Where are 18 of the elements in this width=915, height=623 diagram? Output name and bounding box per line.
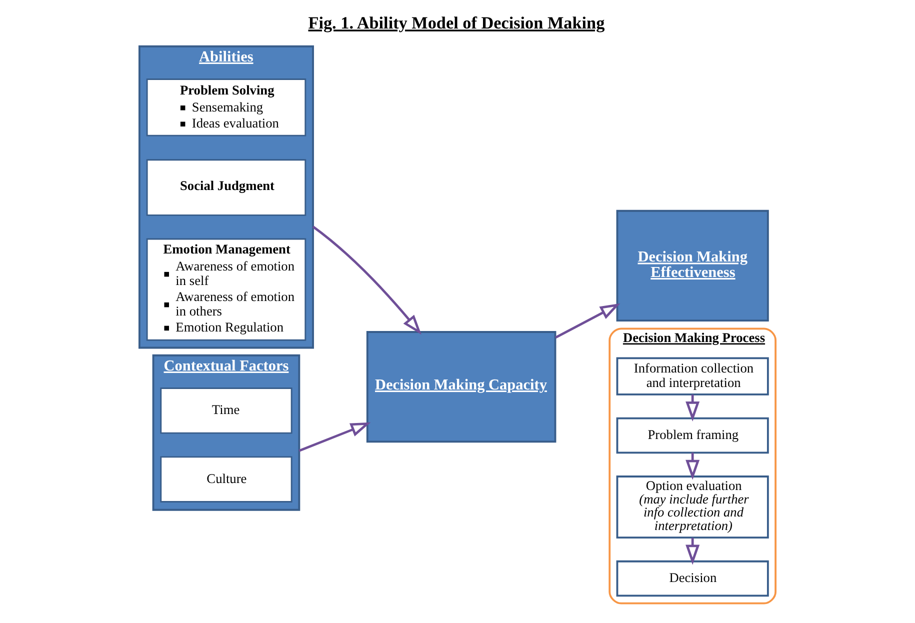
node-box: Time (160, 388, 292, 434)
node-box: Problem framing (616, 417, 769, 454)
node-box: Option evaluation (may include further info collection and interpretation) (616, 476, 769, 538)
node-box: Information collection and interpretation (616, 357, 769, 396)
arrow (686, 452, 700, 480)
arrow (686, 538, 700, 565)
node-box: Decision Making Effectiveness (616, 210, 769, 322)
node-box: Emotion Management Awareness of emotion in self Awareness of emotion in others Emotion Regulation (146, 238, 306, 341)
arrow (298, 422, 371, 452)
node-box: Culture (160, 456, 292, 502)
node-box: Problem Solving Sensemaking Ideas evaluation (146, 78, 306, 136)
node-box: Decision (616, 560, 769, 597)
arrow (686, 394, 700, 422)
arrow (312, 226, 422, 335)
node-box: Decision Making Capacity (366, 331, 556, 443)
arrow (555, 303, 620, 339)
node-box: Social Judgment (146, 159, 306, 216)
diagram-title: Fig. 1. Ability Model of Decision Making (308, 14, 605, 33)
